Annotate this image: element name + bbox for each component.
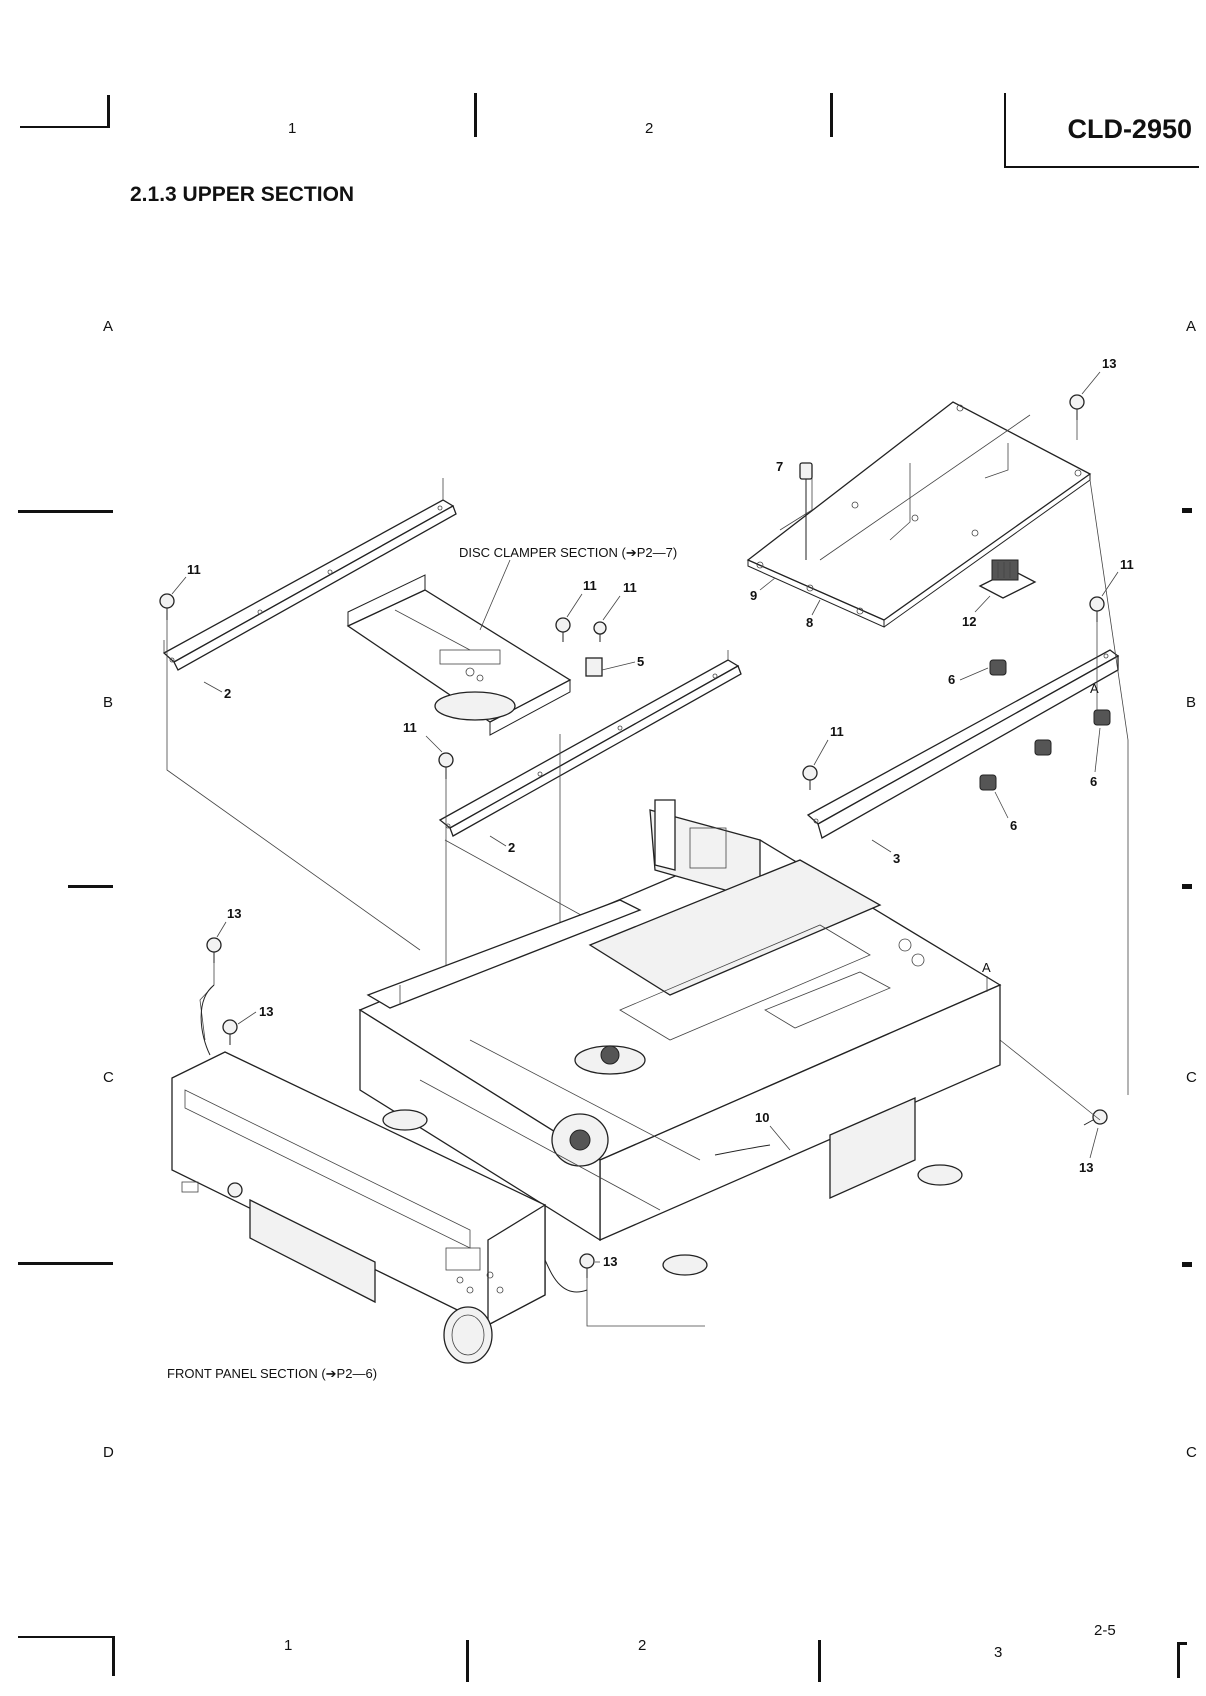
divider-top-1: [474, 93, 477, 137]
divider-top-2: [830, 93, 833, 137]
crop-mark-bottom-left-vertical: [112, 1636, 115, 1676]
callout-13-a: 13: [1102, 356, 1116, 371]
grid-row-a-right: A: [1186, 318, 1197, 335]
part-12-connector: [978, 559, 1037, 599]
disc-clamper-section-note: DISC CLAMPER SECTION (➔P2—7): [459, 545, 677, 560]
crop-mark-bottom-right: [1177, 1642, 1180, 1678]
part-callouts: 2 2 3 5 6 6 6 7 8 9 10 11 11 11 11 11 11…: [171, 356, 1134, 1269]
grid-row-b-left: B: [103, 694, 114, 711]
callout-13-b: 13: [227, 906, 241, 921]
top-cover-plate: [746, 401, 1092, 628]
grid-row-a-left: A: [103, 318, 114, 335]
grid-column-1-bottom: 1: [284, 1637, 293, 1654]
callout-13-d: 13: [1079, 1160, 1093, 1175]
side-mark-right-1: [1182, 508, 1192, 513]
callout-11-d: 11: [403, 720, 417, 735]
wire-harness: [200, 984, 771, 1293]
crop-mark-top-left-vertical: [107, 95, 110, 128]
callout-6-a: 6: [948, 672, 955, 687]
rubber-feet: [979, 659, 1111, 791]
model-frame-horizontal: [1004, 166, 1199, 168]
crop-mark-top-left: [20, 126, 110, 128]
right-bracket: [806, 649, 1120, 839]
main-chassis: [358, 799, 1002, 1276]
grid-row-d-right: C: [1186, 1444, 1197, 1461]
callout-11-a: 11: [187, 562, 201, 577]
callout-6-c: 6: [1010, 818, 1017, 833]
callout-5: 5: [637, 654, 644, 669]
callout-2-lower: 2: [508, 840, 515, 855]
callout-8: 8: [806, 615, 813, 630]
callout-10: 10: [755, 1110, 769, 1125]
assembly-leader-lines: [166, 420, 1129, 1327]
front-panel-section-note: FRONT PANEL SECTION (➔P2—6): [167, 1366, 377, 1381]
grid-column-3-bottom: 3: [994, 1644, 1003, 1661]
divider-bottom-2: [818, 1640, 821, 1682]
side-mark-left-3: [18, 1262, 113, 1265]
side-mark-left-2: [68, 885, 113, 888]
disc-clamper-tray: [346, 574, 572, 736]
left-rail-upper: [162, 478, 457, 671]
model-number: CLD-2950: [1067, 114, 1192, 144]
callout-11-c: 11: [623, 580, 637, 595]
middle-rail-lower: [438, 650, 742, 837]
grid-column-2-top: 2: [645, 120, 654, 137]
reference-a-upper: A: [1090, 681, 1099, 696]
grid-row-d-left: D: [103, 1444, 114, 1461]
grid-column-1-top: 1: [288, 120, 297, 137]
callout-2-upper: 2: [224, 686, 231, 701]
part-7-clip: [799, 462, 813, 560]
side-mark-left-1: [18, 510, 113, 513]
callout-9: 9: [750, 588, 757, 603]
side-mark-right-2: [1182, 884, 1192, 889]
callout-6-b: 6: [1090, 774, 1097, 789]
front-panel: [171, 1051, 546, 1364]
callout-3: 3: [893, 851, 900, 866]
callout-11-e: 11: [1120, 557, 1134, 572]
model-frame-vertical: [1004, 93, 1006, 168]
callout-11-b: 11: [583, 578, 597, 593]
crop-mark-bottom-left: [18, 1636, 114, 1638]
grid-row-c-left: C: [103, 1069, 114, 1086]
callout-12: 12: [962, 614, 976, 629]
callout-13-e: 13: [603, 1254, 617, 1269]
callout-7: 7: [776, 459, 783, 474]
crop-mark-bottom-right-h: [1177, 1642, 1187, 1645]
callout-13-c: 13: [259, 1004, 273, 1019]
page-number: 2-5: [1094, 1622, 1116, 1639]
screws: [159, 394, 1108, 1278]
grid-row-c-right: C: [1186, 1069, 1197, 1086]
section-title: 2.1.3 UPPER SECTION: [130, 183, 355, 206]
divider-bottom-1: [466, 1640, 469, 1682]
grid-row-b-right: B: [1186, 694, 1197, 711]
grid-column-2-bottom: 2: [638, 1637, 647, 1654]
callout-11-f: 11: [830, 724, 844, 739]
reference-a-lower: A: [982, 960, 991, 975]
side-mark-right-3: [1182, 1262, 1192, 1267]
part-5-bracket: [585, 657, 603, 677]
